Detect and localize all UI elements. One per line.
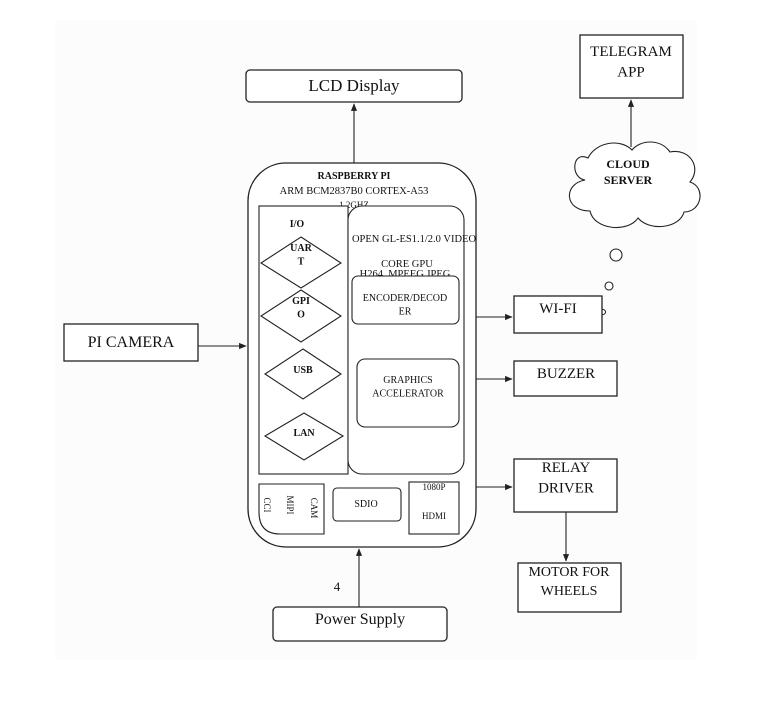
camera-port: CCI MIPI CAM: [258, 483, 325, 535]
gpu-core: CORE GPU: [381, 259, 433, 270]
hdmi-label: HDMI: [422, 511, 446, 521]
pi-camera-block: PI CAMERA: [63, 323, 199, 362]
buzzer-block: BUZZER: [513, 360, 618, 397]
cci-label: CCI: [262, 497, 272, 512]
sdio-port: SDIO: [332, 487, 402, 522]
usb-port: USB: [263, 348, 343, 400]
usb-label: USB: [293, 365, 313, 376]
sdio-label: SDIO: [354, 499, 377, 510]
hdmi-resolution-label: 1080P: [422, 482, 445, 492]
power-supply-block: Power Supply: [272, 606, 448, 642]
gpu-title: OPEN GL-ES1.1/2.0 VIDEO: [352, 234, 476, 245]
lcd-display-block: LCD Display: [245, 69, 463, 103]
io-label: I/O: [290, 219, 305, 230]
lcd-display-label: LCD Display: [308, 76, 400, 95]
lan-port: LAN: [263, 412, 345, 461]
raspberry-pi-title: RASPBERRY PI: [318, 171, 391, 182]
hdmi-port: 1080P HDMI: [408, 481, 460, 535]
pi-camera-label: PI CAMERA: [88, 334, 175, 351]
mipi-label: MIPI: [285, 495, 295, 514]
wifi-block: WI-FI: [513, 295, 603, 334]
gpu-column: OPEN GL-ES1.1/2.0 VIDEO CORE GPU H264, M…: [347, 205, 476, 475]
raspberry-pi-clock: 1.2GHZ: [339, 200, 369, 210]
raspberry-pi-cpu: ARM BCM2837B0 CORTEX-A53: [280, 186, 429, 197]
gpu-codec: H264, MPEEG,JPEG: [360, 269, 451, 280]
raspberry-pi-block: RASPBERRY PI ARM BCM2837B0 CORTEX-A53 1.…: [247, 162, 477, 548]
thought-bubble-medium: [604, 281, 614, 291]
buzzer-label: BUZZER: [537, 366, 595, 382]
cam-label: CAM: [309, 498, 319, 519]
power-supply-label: Power Supply: [315, 611, 405, 628]
power-note-label: 4: [334, 579, 341, 594]
wifi-label: WI-FI: [539, 301, 577, 317]
lan-label: LAN: [293, 428, 315, 439]
thought-bubble-large: [609, 248, 623, 262]
